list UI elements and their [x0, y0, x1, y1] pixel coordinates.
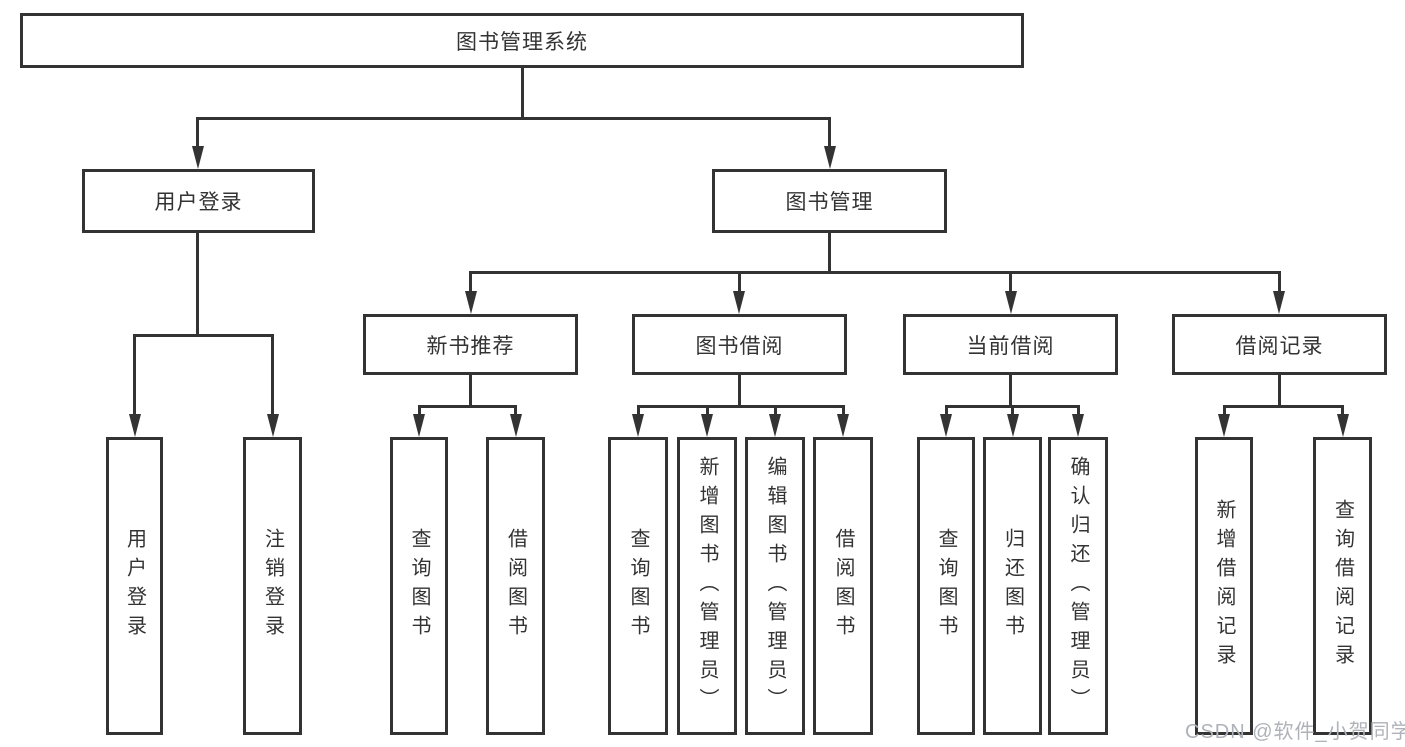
connector-arrow-line: [944, 405, 948, 422]
arrowhead-icon: [464, 291, 477, 314]
node-book-borrowing: 图书借阅: [632, 314, 847, 375]
arrowhead-icon: [413, 414, 425, 437]
node-label: 查询图书: [627, 528, 649, 644]
node-user-login: 用户登录: [82, 169, 315, 233]
connector-arrow-line: [514, 405, 517, 422]
connector-arrow-line: [133, 334, 136, 422]
node-label: 用户登录: [154, 191, 243, 214]
node-label: 查询借阅记录: [1331, 499, 1354, 673]
arrowhead-icon: [1072, 414, 1084, 437]
arrowhead-icon: [509, 414, 522, 437]
node-label: 注销登录: [261, 528, 284, 644]
connector-stem: [196, 233, 199, 336]
leaf-query-books-borrow: 查询图书: [608, 437, 668, 735]
node-label: 图书借阅: [695, 334, 784, 358]
arrowhead-icon: [1004, 291, 1017, 314]
node-book-management: 图书管理: [712, 169, 947, 233]
connector-arrow-line: [271, 334, 274, 422]
arrowhead-icon: [266, 414, 279, 437]
connector-branch: [1222, 404, 1344, 408]
node-label: 新书推荐: [426, 334, 515, 358]
node-label: 借阅图书: [832, 528, 854, 644]
arrowhead-icon: [1218, 414, 1230, 437]
arrowhead-icon: [1273, 291, 1286, 314]
connector-stem: [1009, 375, 1012, 407]
leaf-borrow-books: 借阅图书: [813, 437, 873, 735]
leaf-user-login: 用户登录: [106, 437, 163, 735]
connector-arrow-line: [196, 117, 199, 154]
connector-arrow-line: [1011, 405, 1014, 422]
node-label: 新增图书（管理员）: [696, 455, 718, 717]
arrowhead-icon: [733, 291, 746, 314]
node-label: 编辑图书（管理员）: [764, 455, 786, 717]
connector-branch: [133, 333, 274, 337]
connector-arrow-line: [705, 405, 709, 422]
node-library-management-system: 图书管理系统: [20, 13, 1024, 68]
leaf-edit-books-admin: 编辑图书（管理员）: [745, 437, 805, 735]
arrowhead-icon: [769, 414, 781, 437]
node-borrowing-records: 借阅记录: [1172, 314, 1387, 375]
connector-arrow-line: [636, 405, 640, 422]
arrowhead-icon: [940, 414, 952, 437]
watermark: CSDN @软件_小贺同学: [1185, 721, 1405, 743]
leaf-add-borrow-record: 新增借阅记录: [1195, 437, 1253, 735]
connector-stem: [737, 375, 741, 407]
node-label: 归还图书: [1001, 528, 1024, 644]
connector-branch: [636, 404, 845, 408]
node-label: 确认归还（管理员）: [1067, 455, 1089, 717]
node-current-borrowing: 当前借阅: [903, 314, 1118, 375]
arrowhead-icon: [1006, 414, 1019, 437]
connector-stem: [469, 375, 473, 407]
leaf-borrow-books-recommend: 借阅图书: [486, 437, 545, 735]
leaf-logout: 注销登录: [243, 437, 302, 735]
arrowhead-icon: [1336, 414, 1349, 437]
node-label: 用户登录: [123, 528, 146, 644]
connector-stem: [1277, 375, 1281, 407]
node-label: 借阅图书: [504, 528, 527, 644]
node-label: 查询图书: [935, 528, 957, 644]
leaf-query-books-recommend: 查询图书: [390, 437, 448, 735]
connector-arrow-line: [469, 271, 473, 299]
node-label: 新增借阅记录: [1213, 499, 1235, 673]
connector-arrow-line: [773, 405, 777, 422]
connector-arrow-line: [1277, 271, 1281, 299]
arrowhead-icon: [191, 146, 204, 169]
node-new-book-recommendation: 新书推荐: [363, 314, 578, 375]
connector-arrow-line: [417, 405, 421, 422]
leaf-add-books-admin: 新增图书（管理员）: [677, 437, 737, 735]
arrowhead-icon: [128, 414, 141, 437]
leaf-query-borrow-record: 查询借阅记录: [1313, 437, 1372, 735]
connector-arrow-line: [828, 117, 831, 154]
node-label: 图书管理: [785, 191, 874, 214]
arrowhead-icon: [632, 414, 644, 437]
connector-branch: [417, 404, 517, 408]
leaf-query-books-current: 查询图书: [917, 437, 975, 735]
connector-arrow-line: [1076, 405, 1080, 422]
connector-arrow-line: [841, 405, 845, 422]
connector-branch: [196, 116, 831, 120]
node-label: 借阅记录: [1235, 334, 1324, 358]
node-label: 当前借阅: [966, 334, 1055, 358]
connector-branch: [469, 270, 1281, 274]
connector-arrow-line: [1222, 405, 1226, 422]
leaf-return-books: 归还图书: [983, 437, 1042, 735]
connector-arrow-line: [1341, 405, 1344, 422]
connector-stem: [828, 233, 831, 273]
leaf-confirm-return-admin: 确认归还（管理员）: [1048, 437, 1108, 735]
connector-arrow-line: [1009, 271, 1012, 299]
arrowhead-icon: [823, 146, 836, 169]
arrowhead-icon: [837, 414, 849, 437]
node-label: 图书管理系统: [456, 30, 588, 54]
connector-stem: [520, 68, 524, 119]
node-label: 查询图书: [408, 528, 430, 644]
arrowhead-icon: [701, 414, 713, 437]
connector-arrow-line: [737, 271, 741, 299]
